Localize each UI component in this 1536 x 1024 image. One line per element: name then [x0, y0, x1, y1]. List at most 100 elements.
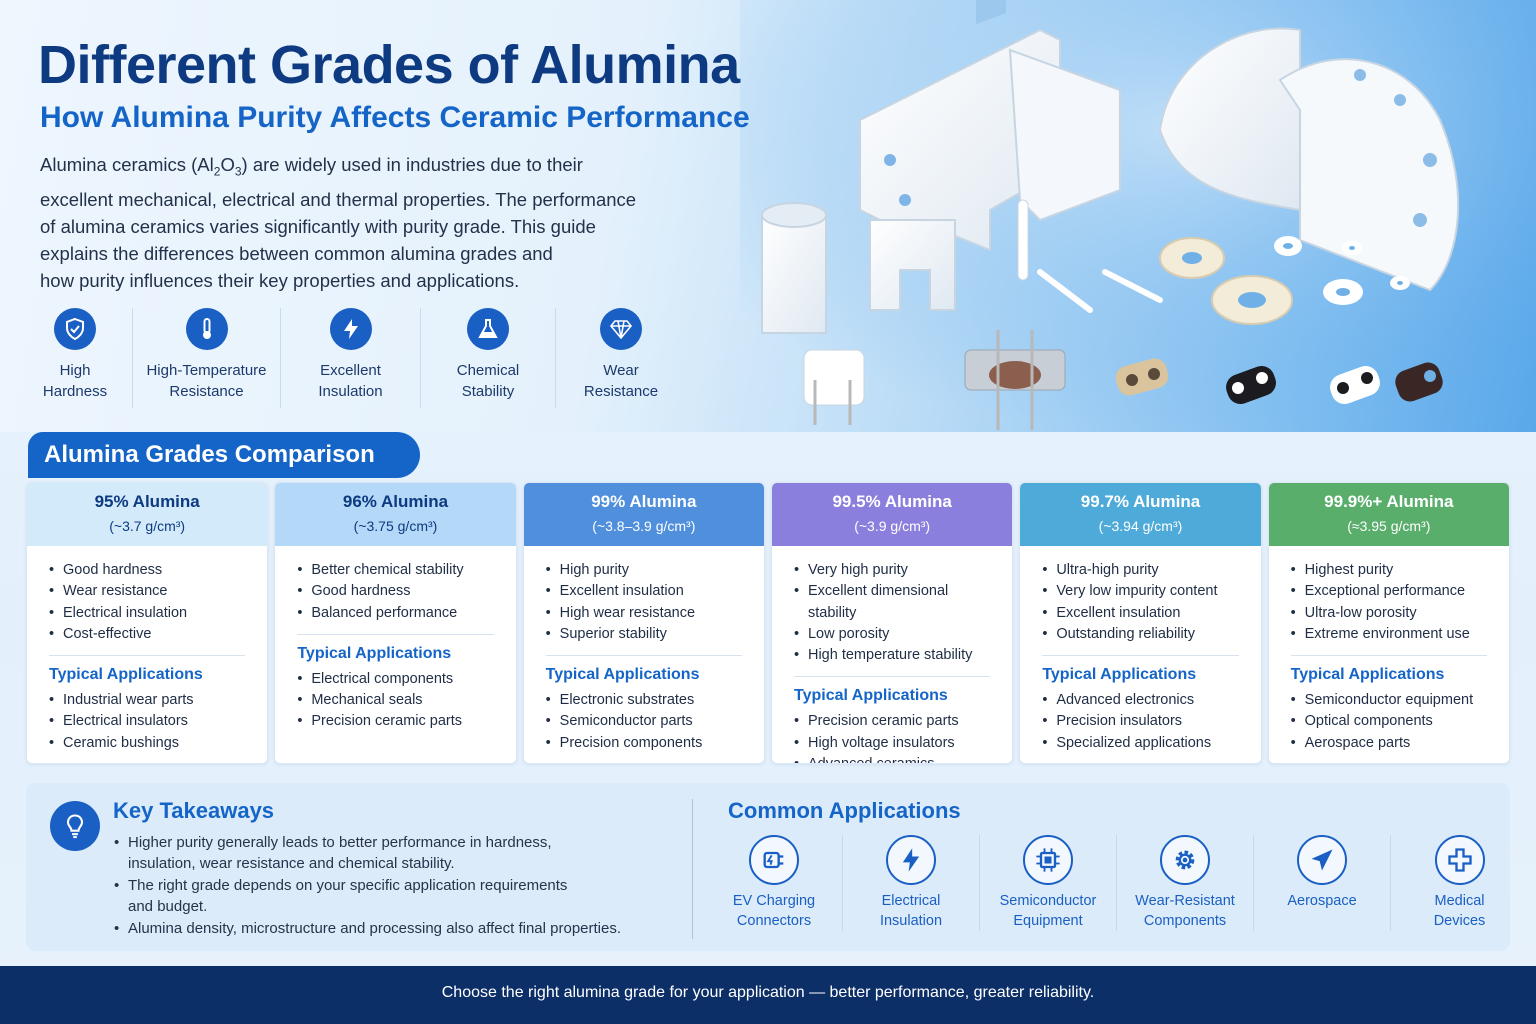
list-item: The right grade depends on your specific… [114, 876, 674, 917]
gear-icon [1160, 835, 1210, 885]
feature-chemical-stability: Chemical Stability [421, 308, 556, 408]
grade-properties: Highest purityExceptional performanceUlt… [1291, 560, 1487, 645]
property-item: Very high purity [794, 560, 990, 582]
grade-header: 99.7% Alumina(~3.94 g/cm³) [1020, 483, 1261, 546]
application-item: High voltage insulators [794, 733, 990, 755]
grade-density: (~3.94 g/cm³) [1098, 518, 1183, 534]
grade-applications: Electrical componentsMechanical sealsPre… [297, 669, 493, 733]
divider [49, 655, 246, 657]
comparison-section-title: Alumina Grades Comparison [28, 432, 420, 478]
grade-applications: Precision ceramic partsHigh voltage insu… [794, 711, 990, 763]
list-item: Alumina density, microstructure and proc… [114, 919, 674, 940]
grade-density: (~3.9 g/cm³) [854, 518, 931, 534]
typical-applications-heading: Typical Applications [1290, 666, 1445, 684]
feature-wear-resistance: Wear Resistance [556, 308, 686, 408]
grade-name: 95% Alumina [94, 492, 200, 511]
property-item: Exceptional performance [1291, 581, 1487, 603]
application-item: Electrical components [297, 669, 493, 691]
grade-density: (~3.7 g/cm³) [109, 518, 186, 534]
typical-applications-heading: Typical Applications [793, 687, 948, 705]
airplane-icon [1297, 835, 1347, 885]
typical-applications-heading: Typical Applications [545, 666, 700, 684]
lightbulb-icon [50, 801, 100, 851]
property-item: Excellent insulation [546, 581, 742, 603]
divider [1290, 655, 1487, 657]
grade-name: 99.5% Alumina [832, 492, 952, 511]
grade-name: 99.9%+ Alumina [1324, 492, 1454, 511]
grade-card: 99.7% Alumina(~3.94 g/cm³) Ultra-high pur… [1019, 482, 1262, 764]
property-item: Balanced performance [297, 603, 493, 625]
application-item: Advanced electronics [1042, 690, 1238, 712]
grade-applications: Semiconductor equipmentOptical component… [1291, 690, 1487, 754]
property-item: High wear resistance [546, 603, 742, 625]
feature-excellent-insulation: Excellent Insulation [281, 308, 421, 408]
grade-applications: Advanced electronicsPrecision insulators… [1042, 690, 1238, 754]
property-item: Better chemical stability [297, 560, 493, 582]
application-item: Aerospace parts [1291, 733, 1487, 755]
shield-icon [54, 308, 96, 350]
application-item: Electrical insulators [49, 711, 245, 733]
application-item: Optical components [1291, 711, 1487, 733]
diamond-icon [600, 308, 642, 350]
property-item: High purity [546, 560, 742, 582]
property-item: Low porosity [794, 624, 990, 646]
application-item: Electronic substrates [546, 690, 742, 712]
grade-card: 99% Alumina(~3.8–3.9 g/cm³) High purityEx… [522, 482, 765, 764]
grade-header: 95% Alumina (~3.7 g/cm³) [27, 483, 268, 546]
app-aerospace: Aerospace [1254, 835, 1391, 931]
bottom-panel: Key Takeaways Higher purity generally le… [26, 783, 1510, 951]
property-item: Very low impurity content [1042, 581, 1238, 603]
intro-paragraph: Alumina ceramics (Al2O3) are widely used… [40, 154, 637, 291]
feature-high-temperature: High-Temperature Resistance [133, 308, 281, 408]
property-item: Wear resistance [49, 581, 245, 603]
application-item: Precision components [546, 733, 742, 755]
grade-applications: Electronic substratesSemiconductor parts… [546, 690, 742, 754]
property-item: Excellent insulation [1042, 603, 1238, 625]
grade-header: 99% Alumina(~3.8–3.9 g/cm³) [523, 483, 764, 546]
grade-name: 96% Alumina [342, 492, 449, 511]
thermometer-icon [185, 308, 228, 350]
property-item: Ultra-low porosity [1291, 603, 1487, 625]
application-item: Mechanical seals [297, 690, 493, 712]
grade-density: (≈3.95 g/cm³) [1347, 518, 1431, 534]
grade-density: (~3.75 g/cm³) [353, 518, 438, 534]
application-item: Advanced ceramics [794, 754, 990, 763]
page-title: Different Grades of Alumina [38, 35, 740, 95]
lightning-icon [329, 308, 372, 350]
property-item: Extreme environment use [1291, 624, 1487, 646]
key-takeaways-title: Key Takeaways [113, 798, 275, 823]
grade-name: 99% Alumina [591, 492, 697, 511]
property-item: Highest purity [1291, 560, 1487, 582]
application-item: Ceramic bushings [49, 733, 245, 755]
footer-banner: Choose the right alumina grade for your … [0, 966, 1536, 1024]
grade-card: 95% Alumina (~3.7 g/cm³) Good hardnessWear… [26, 482, 269, 764]
ceramic-parts-photo [740, 0, 1536, 432]
grade-properties: Better chemical stabilityGood hardnessBa… [297, 560, 493, 624]
grade-properties: Good hardnessWear resistanceElectrical i… [49, 560, 245, 645]
property-item: High temperature stability [794, 645, 990, 667]
application-item: Precision ceramic parts [794, 711, 990, 733]
property-item: Electrical insulation [49, 603, 245, 625]
application-item: Precision insulators [1042, 711, 1238, 733]
feature-high-hardness: High Hardness [18, 308, 133, 408]
flask-icon [467, 308, 509, 350]
application-item: Specialized applications [1042, 733, 1238, 755]
property-item: Cost-effective [49, 624, 245, 646]
divider [692, 799, 693, 939]
divider [297, 633, 494, 635]
property-item: Superior stability [546, 624, 742, 646]
typical-applications-heading: Typical Applications [297, 644, 452, 662]
grade-card: 99.9%+ Alumina (≈3.95 g/cm³) Highest purit… [1267, 482, 1510, 764]
grade-card: 96% Alumina (~3.75 g/cm³) Better chemical … [274, 482, 517, 764]
key-takeaways-list: Higher purity generally leads to better … [114, 833, 674, 942]
property-item: Ultra-high purity [1042, 560, 1238, 582]
property-item: Good hardness [297, 581, 493, 603]
typical-applications-heading: Typical Applications [49, 666, 203, 684]
page-subtitle: How Alumina Purity Affects Ceramic Perfo… [40, 101, 750, 134]
grade-header: 96% Alumina (~3.75 g/cm³) [275, 483, 516, 546]
chip-icon [1023, 835, 1073, 885]
feature-icons-row: High Hardness High-Temperature Resistanc… [18, 308, 686, 408]
